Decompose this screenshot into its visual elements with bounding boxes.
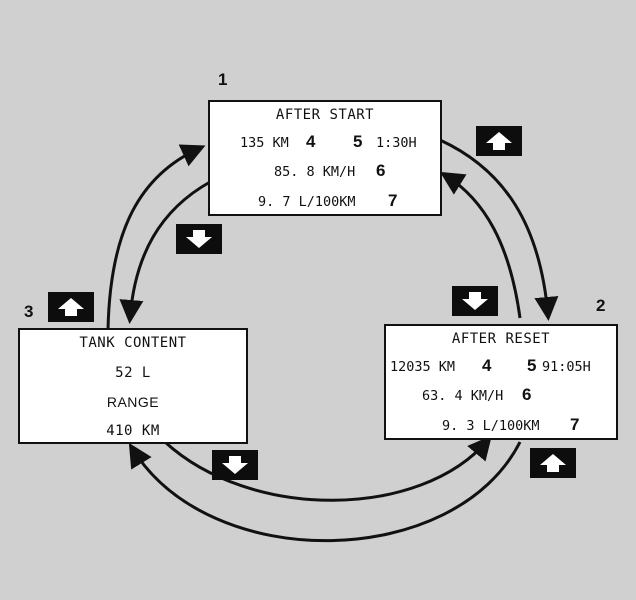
arrow-tank-to-reset [163, 435, 492, 502]
up-arrow-icon [58, 298, 84, 316]
panel-title: AFTER START [275, 107, 375, 123]
ref-speed: 6 [376, 161, 386, 180]
up-arrow-icon [540, 454, 566, 472]
down-arrow-icon [186, 230, 212, 248]
tank-volume: 52 L [115, 365, 151, 381]
up-key-after-start[interactable] [476, 126, 522, 156]
ref-time: 5 [353, 132, 363, 151]
down-key-tank-content[interactable] [212, 450, 258, 480]
range-value: 410 KM [106, 423, 160, 439]
panel-number-2: 2 [596, 296, 606, 315]
down-key-after-start[interactable] [176, 224, 222, 254]
ref-speed: 6 [522, 385, 532, 404]
tank-content-panel: TANK CONTENT 52 L RANGE 410 KM [18, 328, 248, 444]
down-key-after-reset[interactable] [452, 286, 498, 316]
distance-value: 12035 KM [390, 359, 456, 375]
after-start-panel: AFTER START 135 KM 4 5 1:30H 85. 8 KM/H … [208, 100, 442, 216]
range-label: RANGE [106, 394, 160, 410]
ref-time: 5 [527, 356, 537, 375]
up-key-after-reset[interactable] [530, 448, 576, 478]
speed-value: 63. 4 KM/H [422, 388, 504, 404]
down-arrow-icon [222, 456, 248, 474]
after-reset-panel: AFTER RESET 12035 KM 4 5 91:05H 63. 4 KM… [384, 324, 618, 440]
speed-value: 85. 8 KM/H [274, 164, 356, 180]
panel-title: TANK CONTENT [79, 335, 187, 351]
arrow-start-to-tank [119, 180, 211, 324]
down-arrow-icon [462, 292, 488, 310]
arrow-start-to-reset [439, 138, 559, 321]
time-value: 1:30H [376, 135, 417, 151]
distance-value: 135 KM [240, 135, 289, 151]
arrow-tank-to-start [106, 144, 206, 331]
arrow-reset-to-tank [128, 441, 522, 543]
ref-distance: 4 [306, 132, 316, 151]
consumption-value: 9. 3 L/100KM [442, 418, 540, 434]
consumption-value: 9. 7 L/100KM [258, 194, 356, 210]
ref-consumption: 7 [388, 191, 398, 210]
panel-title: AFTER RESET [451, 331, 551, 347]
panel-number-1: 1 [218, 70, 228, 89]
time-value: 91:05H [542, 359, 591, 375]
arrow-reset-to-start [439, 171, 522, 319]
ref-consumption: 7 [570, 415, 580, 434]
up-key-tank-content[interactable] [48, 292, 94, 322]
panel-number-3: 3 [24, 302, 34, 321]
up-arrow-icon [486, 132, 512, 150]
ref-distance: 4 [482, 356, 492, 375]
